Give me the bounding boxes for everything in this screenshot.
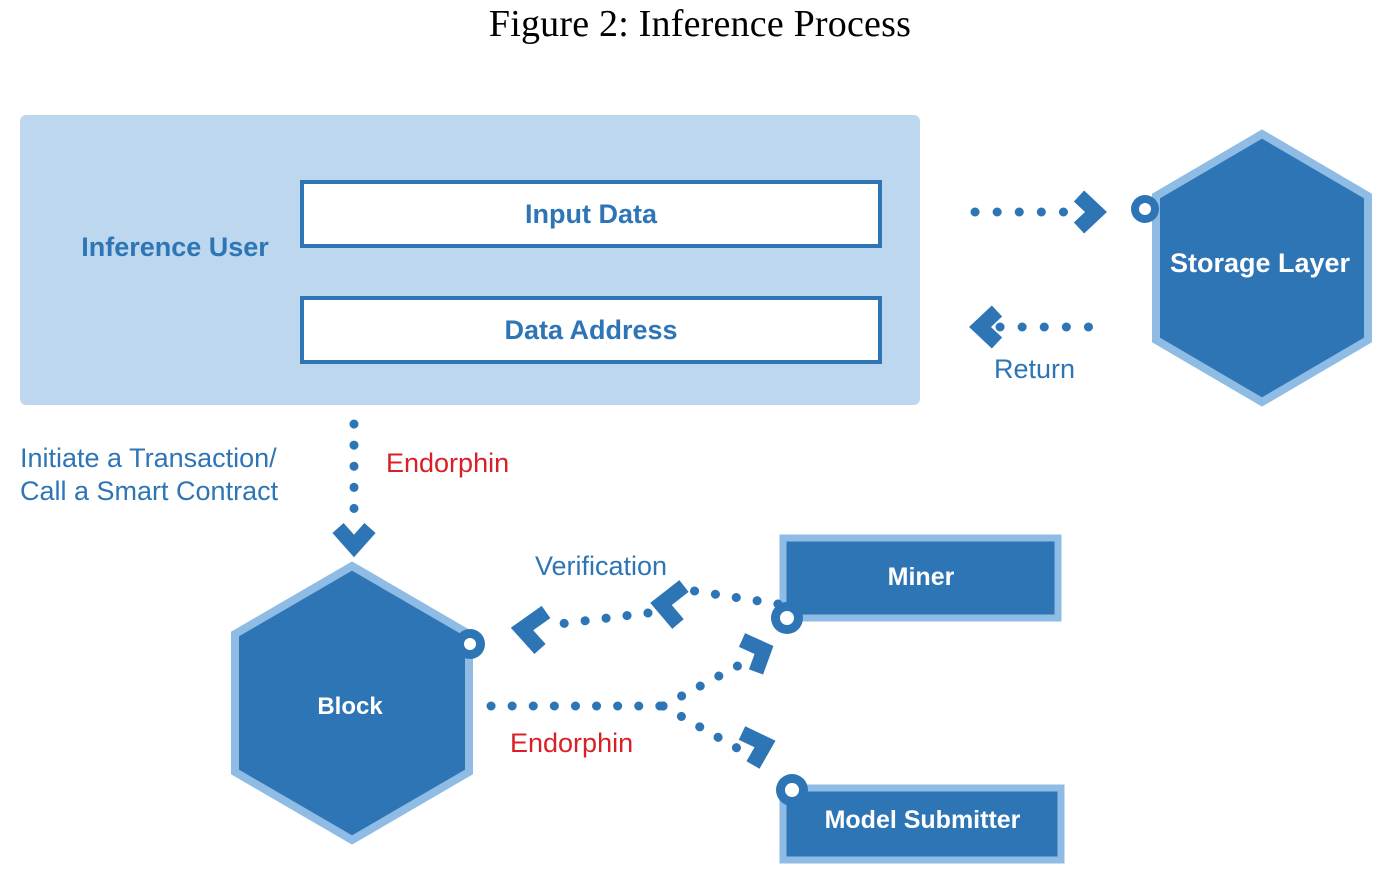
inference-user-label: Inference User [81,232,269,262]
node-model-submitter[interactable] [779,784,1065,864]
block-label: Block [317,693,383,720]
model-submitter-label: Model Submitter [824,806,1021,834]
input-data-box[interactable]: Input Data [300,180,882,248]
node-storage-layer[interactable] [1152,129,1372,407]
connector-dot-miner-center [780,611,794,625]
edge-label-endorphin-bottom: Endorphin [510,728,634,758]
arrowhead-user-to-block [332,523,376,558]
edge-endorphin-branch-miner [658,657,750,711]
edge-label-return: Return [994,354,1076,384]
arrowhead-endorphin-submitter [738,726,776,769]
connector-dot-model-submitter-center [785,783,799,797]
arrowhead-endorphin-miner [738,633,774,675]
miner-rect [779,534,1062,622]
model-submitter-rect [779,784,1065,864]
data-address-label: Data Address [504,314,678,345]
miner-label: Miner [887,563,955,591]
input-data-label: Input Data [525,198,657,229]
edge-label-initiate-transaction: Initiate a Transaction/Call a Smart Cont… [20,442,278,508]
initiate-line-1: Initiate a Transaction/ [20,443,277,473]
edge-label-endorphin-top: Endorphin [386,448,510,478]
storage-layer-label: Storage Layer [1169,248,1351,278]
arrowhead-storage-return [969,305,1003,349]
connector-dot-block-center [464,638,476,650]
initiate-line-2: Call a Smart Contract [20,475,279,506]
page-title: Figure 2: Inference Process [488,3,912,45]
node-miner[interactable] [779,534,1062,622]
connector-dot-storage-layer-center [1139,203,1151,215]
edge-verification-line-b [546,608,653,630]
data-address-box[interactable]: Data Address [300,296,882,364]
edge-verification-line-a [683,585,783,609]
edge-label-verification: Verification [535,551,668,581]
storage-layer-hexagon [1152,129,1372,407]
arrowhead-input-to-storage [1073,190,1107,234]
arrowhead-verification-mid [650,580,689,629]
arrowhead-verification-block [510,605,551,655]
edge-endorphin-branch-submitter [658,701,749,757]
